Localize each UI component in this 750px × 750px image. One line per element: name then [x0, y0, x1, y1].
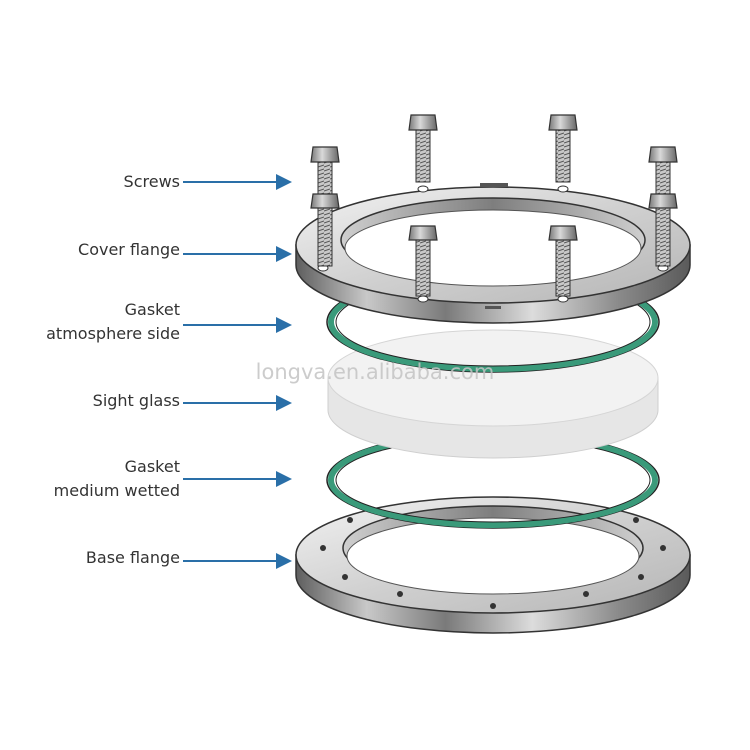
- label-gasket-medium-line1: Gasket: [124, 457, 180, 476]
- watermark-text: longva.en.alibaba.com: [255, 360, 495, 384]
- leader-arrows: [183, 174, 292, 569]
- label-gasket-medium: Gasket medium wetted: [54, 455, 180, 503]
- label-screws: Screws: [123, 172, 180, 191]
- screws: [310, 114, 678, 297]
- label-gasket-medium-line2: medium wetted: [53, 481, 180, 500]
- screw: [408, 225, 438, 297]
- label-base-flange: Base flange: [85, 548, 180, 567]
- screw: [548, 225, 578, 297]
- screw: [548, 114, 578, 183]
- sight-glass-disc: [327, 329, 659, 459]
- label-gasket-atmosphere: Gasket atmosphere side: [46, 298, 180, 346]
- base-flange: [295, 496, 691, 634]
- screw: [310, 193, 340, 267]
- screw: [648, 146, 678, 201]
- label-gasket-atmosphere-line2: atmosphere side: [46, 324, 180, 343]
- label-sight-glass: Sight glass: [92, 391, 180, 410]
- label-gasket-atmosphere-line1: Gasket: [124, 300, 180, 319]
- screw: [408, 114, 438, 183]
- screw: [648, 193, 678, 267]
- cover-flange: [295, 183, 691, 324]
- label-cover-flange: Cover flange: [78, 240, 180, 259]
- screw: [310, 146, 340, 201]
